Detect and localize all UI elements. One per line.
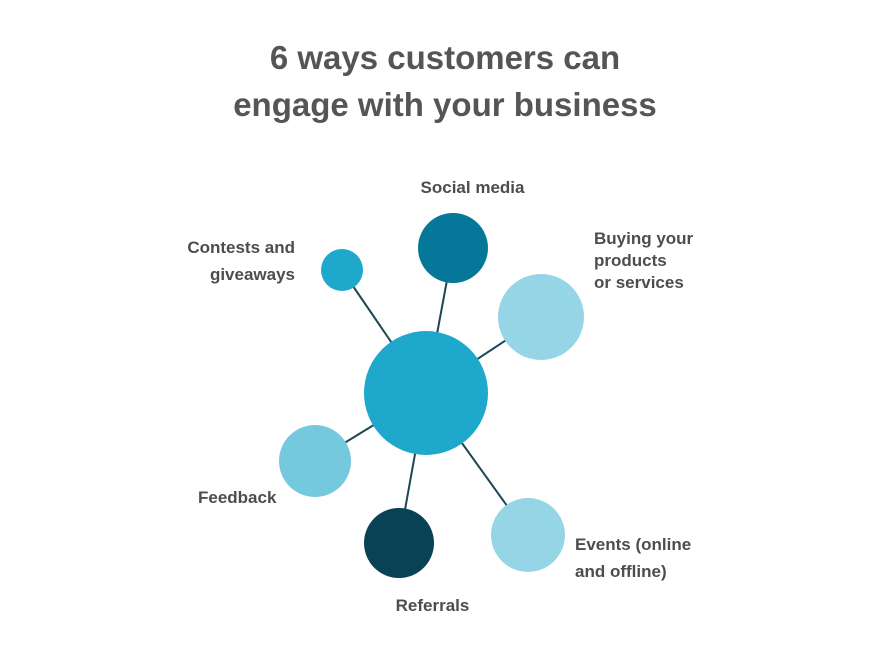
node-circle-buying xyxy=(498,274,584,360)
hub-circle xyxy=(364,331,488,455)
node-circle-referrals xyxy=(364,508,434,578)
node-circle-feedback xyxy=(279,425,351,497)
page-title: 6 ways customers can engage with your bu… xyxy=(0,34,890,128)
node-circle-contests xyxy=(321,249,363,291)
title-line-1: 6 ways customers can xyxy=(269,39,621,76)
label-contests: Contests and giveaways xyxy=(187,238,295,284)
label-events: Events (online and offline) xyxy=(575,535,692,581)
label-feedback: Feedback xyxy=(198,488,277,507)
label-referrals: Referrals xyxy=(395,596,470,615)
node-circle-social-media xyxy=(418,213,488,283)
title-line-2: engage with your business xyxy=(233,86,657,123)
label-buying: Buying your products or services xyxy=(594,229,694,292)
label-social-media: Social media xyxy=(420,178,525,197)
node-circle-events xyxy=(491,498,565,572)
